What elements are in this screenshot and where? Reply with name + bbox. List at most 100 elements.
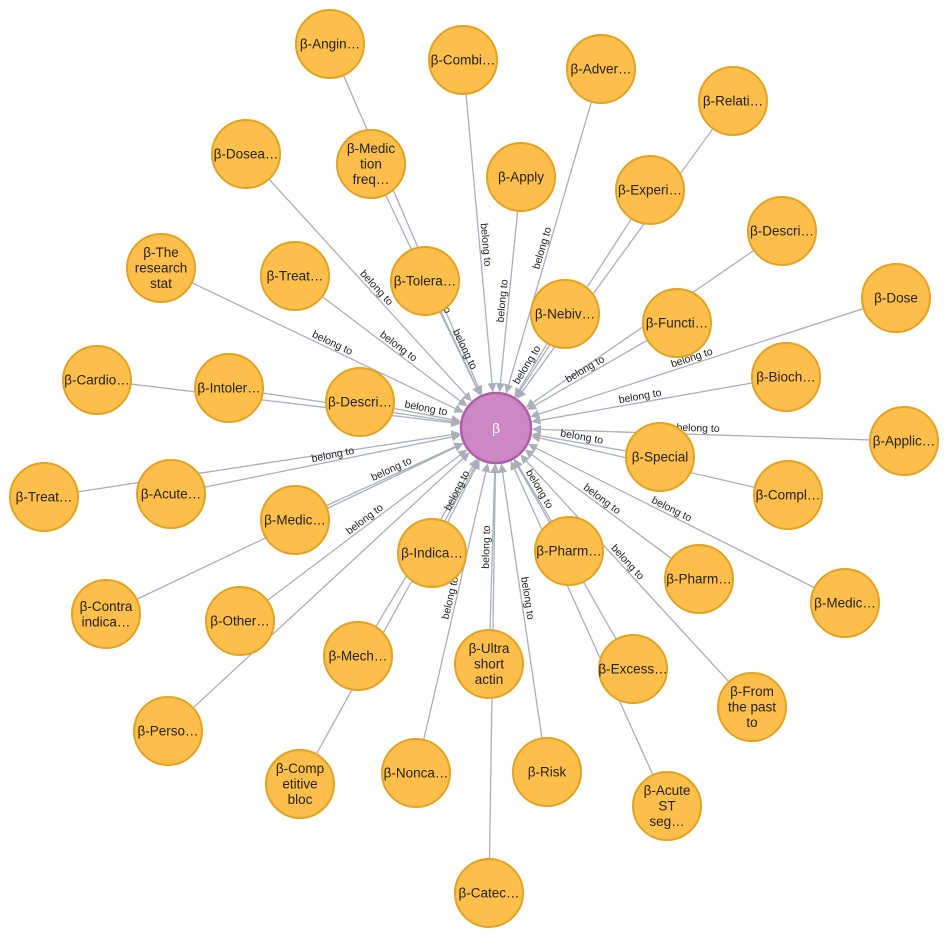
center-node[interactable]: β: [459, 391, 533, 465]
node-circle-comp[interactable]: [265, 749, 335, 819]
node-circle-mediction[interactable]: [336, 129, 406, 199]
node-mech[interactable]: β-Mech…: [323, 621, 393, 691]
node-perso[interactable]: β-Perso…: [133, 696, 203, 766]
edge-label-pharm-right: belong to: [581, 482, 623, 518]
node-descri-mid[interactable]: β-Descri…: [325, 367, 395, 437]
node-risk[interactable]: β-Risk: [512, 737, 582, 807]
node-label-applic: β-Applic…: [873, 434, 936, 449]
node-circle-experi[interactable]: [615, 155, 685, 225]
node-circle-nonca[interactable]: [381, 738, 451, 808]
node-combi[interactable]: β-Combi…: [428, 25, 498, 95]
node-bioch[interactable]: β-Bioch…: [751, 342, 821, 412]
edge-dose: [536, 307, 864, 416]
node-label-angin: β-Angin…: [300, 37, 360, 52]
node-treat-top[interactable]: β-Treat…: [260, 241, 330, 311]
node-circle-treat-top[interactable]: [260, 241, 330, 311]
node-mediction[interactable]: β-Medictionfreq…: [336, 129, 406, 199]
node-circle-acute-left[interactable]: [136, 459, 206, 529]
node-other[interactable]: β-Other…: [205, 586, 275, 656]
node-circle-catec[interactable]: [454, 858, 524, 928]
node-apply[interactable]: β-Apply: [486, 142, 556, 212]
node-nebiv[interactable]: β-Nebiv…: [530, 279, 600, 349]
node-circle-combi[interactable]: [428, 25, 498, 95]
node-acute-st[interactable]: β-AcuteSTseg…: [632, 771, 702, 841]
node-circle-risk[interactable]: [512, 737, 582, 807]
node-circle-dose[interactable]: [861, 263, 931, 333]
node-circle-from[interactable]: [717, 672, 787, 742]
node-relati[interactable]: β-Relati…: [698, 66, 768, 136]
node-circle-special[interactable]: [625, 422, 695, 492]
node-label-from: the past: [728, 700, 776, 715]
node-contra[interactable]: β-Contraindica…: [71, 579, 141, 649]
node-circle-angin[interactable]: [295, 9, 365, 79]
node-circle-perso[interactable]: [133, 696, 203, 766]
node-tolera[interactable]: β-Tolera…: [390, 246, 460, 316]
node-circle-ultra[interactable]: [454, 629, 524, 699]
node-circle-relati[interactable]: [698, 66, 768, 136]
node-circle-bioch[interactable]: [751, 342, 821, 412]
node-compl[interactable]: β-Compl…: [753, 460, 823, 530]
node-circle-pharm-mid[interactable]: [534, 516, 604, 586]
node-circle-dosea[interactable]: [211, 119, 281, 189]
arrowhead-combi: [487, 382, 497, 393]
node-adver[interactable]: β-Adver…: [566, 34, 636, 104]
node-circle-intoler[interactable]: [194, 353, 264, 423]
node-catec[interactable]: β-Catec…: [454, 858, 524, 928]
node-circle-treat-left[interactable]: [9, 462, 79, 532]
node-circle-mech[interactable]: [323, 621, 393, 691]
arrowhead-applic: [531, 424, 542, 434]
node-label-pharm-right: β-Pharm…: [666, 572, 732, 587]
node-circle-excess[interactable]: [598, 634, 668, 704]
edge-label-applic: belong to: [676, 422, 720, 435]
node-treat-left[interactable]: β-Treat…: [9, 462, 79, 532]
node-circle-contra[interactable]: [71, 579, 141, 649]
center-node-circle[interactable]: [459, 391, 533, 465]
node-circle-applic[interactable]: [869, 406, 939, 476]
node-pharm-mid[interactable]: β-Pharm…: [534, 516, 604, 586]
node-excess[interactable]: β-Excess…: [598, 634, 668, 704]
node-experi[interactable]: β-Experi…: [615, 155, 685, 225]
node-nonca[interactable]: β-Nonca…: [381, 738, 451, 808]
node-circle-tolera[interactable]: [390, 246, 460, 316]
node-circle-medic-left[interactable]: [260, 485, 330, 555]
node-label-medic-right: β-Medic…: [814, 596, 876, 611]
node-circle-functi[interactable]: [642, 288, 712, 358]
node-circle-nebiv[interactable]: [530, 279, 600, 349]
node-descri-top[interactable]: β-Descri…: [747, 196, 817, 266]
node-label-catec: β-Catec…: [458, 886, 519, 901]
node-medic-left[interactable]: β-Medic…: [260, 485, 330, 555]
node-pharm-right[interactable]: β-Pharm…: [664, 544, 734, 614]
node-angin[interactable]: β-Angin…: [295, 9, 365, 79]
arrowhead-tolera: [472, 385, 481, 396]
node-circle-pharm-right[interactable]: [664, 544, 734, 614]
node-circle-medic-right[interactable]: [810, 568, 880, 638]
node-medic-right[interactable]: β-Medic…: [810, 568, 880, 638]
node-intoler[interactable]: β-Intoler…: [194, 353, 264, 423]
node-applic[interactable]: β-Applic…: [869, 406, 939, 476]
node-special[interactable]: β-Special: [625, 422, 695, 492]
node-circle-descri-mid[interactable]: [325, 367, 395, 437]
node-functi[interactable]: β-Functi…: [642, 288, 712, 358]
node-circle-descri-top[interactable]: [747, 196, 817, 266]
node-acute-left[interactable]: β-Acute…: [136, 459, 206, 529]
node-circle-other[interactable]: [205, 586, 275, 656]
node-circle-research[interactable]: [126, 233, 196, 303]
node-circle-compl[interactable]: [753, 460, 823, 530]
node-cardio[interactable]: β-Cardio…: [62, 345, 132, 415]
node-label-dosea: β-Dosea…: [214, 147, 279, 162]
node-dose[interactable]: β-Dose: [861, 263, 931, 333]
node-circle-indica[interactable]: [397, 518, 467, 588]
node-dosea[interactable]: β-Dosea…: [211, 119, 281, 189]
node-circle-cardio[interactable]: [62, 345, 132, 415]
arrowhead-acute-left: [451, 432, 461, 442]
edge-descri-mid: [393, 407, 454, 421]
node-circle-apply[interactable]: [486, 142, 556, 212]
node-circle-adver[interactable]: [566, 34, 636, 104]
node-circle-acute-st[interactable]: [632, 771, 702, 841]
node-label-nebiv: β-Nebiv…: [535, 307, 595, 322]
node-indica[interactable]: β-Indica…: [397, 518, 467, 588]
